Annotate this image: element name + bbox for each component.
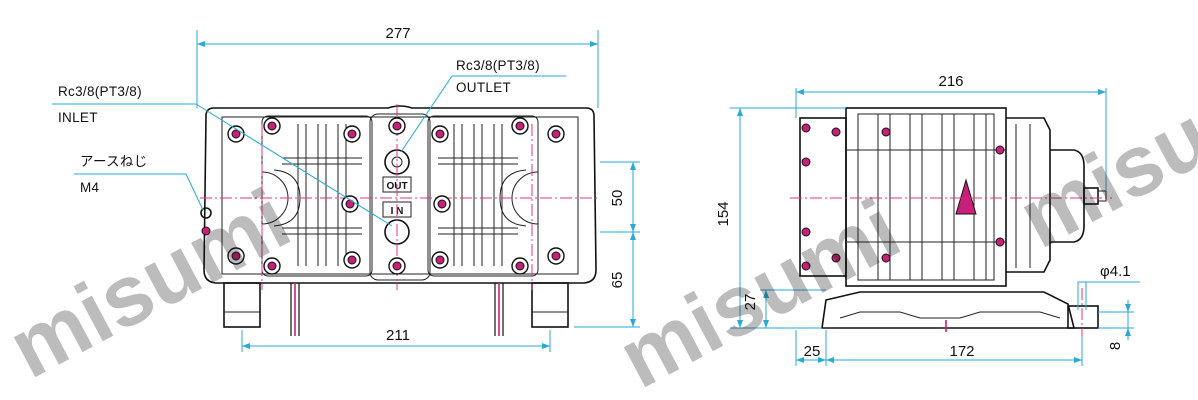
dim-base-height-text: 27 [742, 294, 759, 311]
side-view: 216 154 27 25 172 [715, 73, 1140, 366]
side-ribs [846, 114, 1031, 280]
bolt [263, 117, 281, 135]
bolt [511, 117, 529, 135]
side-rear-stud [1097, 190, 1107, 202]
side-center-lines [790, 197, 1112, 336]
side-body-inner [857, 113, 995, 281]
left-lead-wires [290, 283, 300, 336]
bolt [388, 257, 406, 275]
pump-body-inner [221, 116, 579, 275]
dim-hole: φ4.1 [1077, 263, 1140, 310]
bolt [227, 247, 245, 265]
ground-screw-callout: アースねじ M4 [74, 154, 204, 211]
watermark: misumi misumi misumi [0, 41, 1198, 400]
right-head-plate [427, 115, 539, 277]
inlet-callout-label: Rc3/8(PT3/8) [58, 84, 142, 99]
side-base [821, 291, 1076, 329]
right-foot [531, 282, 569, 328]
bolt [343, 125, 361, 143]
inlet-callout-name: INLET [58, 110, 98, 125]
bolt [547, 125, 565, 143]
left-foot [223, 282, 261, 328]
dim-foot-thickness-text: 8 [1107, 342, 1124, 350]
outlet-callout-name: OUTLET [456, 80, 511, 95]
dim-side-height: 154 [715, 107, 846, 329]
bolt [343, 251, 361, 269]
dim-base-height: 27 [742, 289, 826, 328]
dim-side-width: 216 [795, 73, 1107, 190]
pump-body-outline [203, 105, 597, 284]
dim-front-width-text: 277 [385, 25, 410, 42]
side-label-triangle [955, 178, 977, 215]
dim-foot-offset-text: 25 [804, 343, 821, 360]
bolt [263, 257, 281, 275]
center-manifold [369, 113, 431, 281]
side-foot [1067, 305, 1099, 329]
bolt [547, 247, 565, 265]
dim-outlet-spacing-text: 50 [609, 190, 626, 207]
bolt [433, 195, 451, 213]
watermark-text: misumi [1004, 41, 1198, 267]
watermark-text: misumi [604, 181, 915, 400]
dim-hole-text: φ4.1 [1100, 263, 1131, 280]
ground-screw-label: アースねじ [80, 154, 148, 169]
outlet-callout-label: Rc3/8(PT3/8) [456, 58, 540, 73]
bolt [511, 257, 529, 275]
left-fins [282, 124, 362, 266]
bolt [388, 117, 406, 135]
earth-screw-lower [201, 226, 211, 236]
side-bolts [801, 123, 1005, 271]
side-motor-housing [1006, 117, 1051, 273]
earth-screw [200, 207, 212, 219]
right-fins [438, 124, 518, 266]
dim-side-width-text: 216 [938, 73, 963, 90]
in-marker-box [382, 201, 412, 218]
head-bolts [227, 117, 565, 275]
dim-foot-thickness: 8 [1098, 300, 1134, 350]
dim-front-width: 277 [196, 25, 599, 108]
dim-lower-text: 65 [609, 272, 626, 289]
dim-front-vertical: 50 65 [574, 161, 640, 328]
side-body [845, 107, 1007, 287]
front-view: OUT I N [52, 25, 640, 352]
ground-screw-size: M4 [80, 180, 100, 195]
bolt [341, 195, 359, 213]
dim-foot-spacing-text: 211 [386, 327, 410, 344]
bolt [227, 125, 245, 143]
bolt [431, 251, 449, 269]
bolt [431, 125, 449, 143]
dim-base-length-text: 172 [949, 343, 974, 360]
right-lead-wires [494, 283, 504, 336]
side-base-detail [839, 311, 1061, 319]
dim-foot-spacing: 211 [241, 327, 551, 352]
outlet-callout: Rc3/8(PT3/8) OUTLET [400, 58, 566, 153]
dim-side-base: 25 172 [795, 330, 1083, 366]
dim-side-height-text: 154 [715, 201, 732, 226]
inlet-callout: Rc3/8(PT3/8) INLET [52, 84, 393, 227]
